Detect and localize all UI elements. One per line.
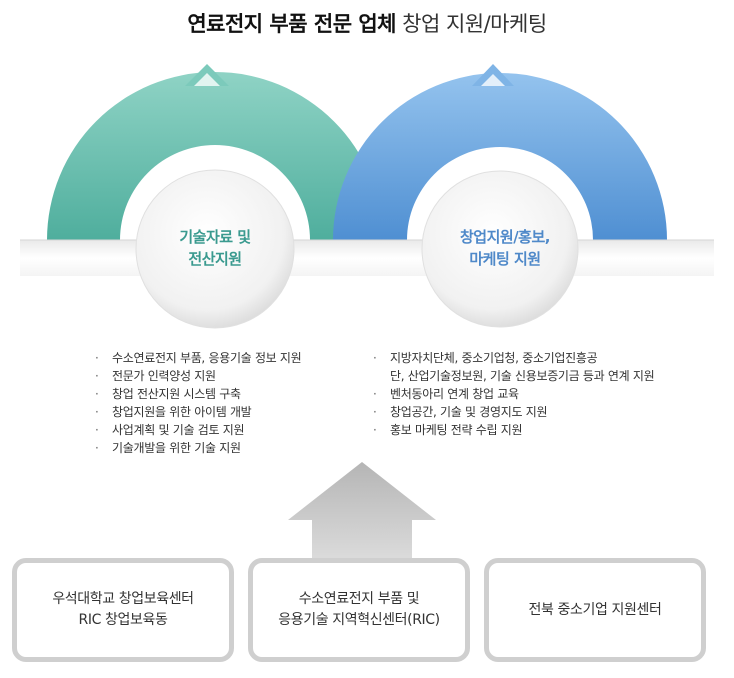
list-item: 수소연료전지 부품, 응용기술 정보 지원 [95,349,302,367]
list-item: 벤처동아리 연계 창업 교육 [373,385,654,403]
list-item: 창업공간, 기술 및 경영지도 지원 [373,403,654,421]
circle-label-tech: 기술자료 및 전산지원 [179,228,251,268]
box-label: 우석대학교 창업보육센터 RIC 창업보육동 [52,591,194,628]
horizontal-band [20,240,714,276]
startup-support-list: 지방자치단체, 중소기업청, 중소기업진흥공 단, 산업기술정보원, 기술 신용… [373,349,655,439]
list-item: 지방자치단체, 중소기업청, 중소기업진흥공 [373,349,654,367]
title-bold: 연료전지 부품 전문 업체 [187,12,396,36]
up-arrow [288,462,436,562]
list-item: 전문가 인력양성 지원 [95,367,301,385]
right-inner-circle [421,170,579,328]
left-inner-circle [135,169,295,329]
jeonbuk-sme-center-box: 전북 중소기업 지원센터 [484,558,706,662]
box-label: 전북 중소기업 지원센터 [528,601,662,618]
box-label: 수소연료전지 부품 및 응용기술 지역혁신센터(RIC) [278,591,440,628]
teal-arch [47,72,383,240]
list-item: 사업계획 및 기술 검토 지원 [95,421,301,439]
list-item: 홍보 마케팅 전략 수립 지원 [373,421,654,439]
woosuk-incubator-box: 우석대학교 창업보육센터 RIC 창업보육동 [12,558,234,662]
tech-support-list: 수소연료전지 부품, 응용기술 정보 지원 전문가 인력양성 지원 창업 전산지… [95,349,302,457]
circle-label-startup: 창업지원/홍보, 마케팅 지원 [460,228,550,268]
title-light: 창업 지원/마케팅 [402,12,547,36]
list-item: 기술개발을 위한 기술 지원 [95,439,301,457]
list-item-continued: 단, 산업기술정보원, 기술 신용보증기금 등과 연계 지원 [390,369,655,383]
list-item: 창업 전산지원 시스템 구축 [95,385,301,403]
page-title: 연료전지 부품 전문 업체 창업 지원/마케팅 [0,8,734,38]
ric-center-box: 수소연료전지 부품 및 응용기술 지역혁신센터(RIC) [248,558,470,662]
list-item: 창업지원을 위한 아이템 개발 [95,403,301,421]
blue-arch [333,73,667,240]
